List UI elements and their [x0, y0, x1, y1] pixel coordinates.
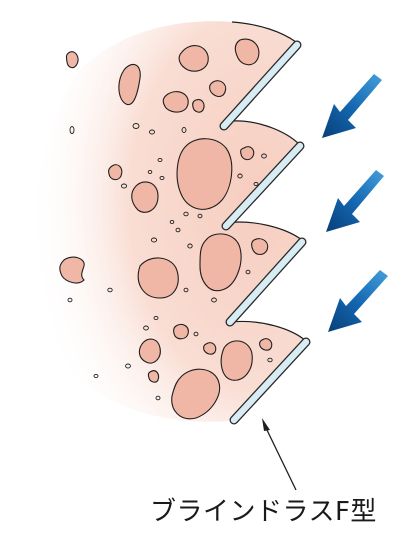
aggregate-pebble-icon — [177, 139, 232, 210]
aggregate-pebble-icon — [252, 239, 268, 255]
aggregate-pebble-icon — [204, 343, 216, 354]
aggregate-pebble-icon — [163, 92, 188, 112]
direction-arrows — [322, 74, 396, 332]
aggregate-pebble-icon — [66, 52, 78, 68]
aggregate-pebble-icon — [138, 258, 178, 298]
aggregate-pebble-icon — [109, 165, 122, 180]
aggregate-pebble-icon — [241, 147, 254, 160]
aggregate-pebble-icon — [210, 81, 226, 97]
plaster-direction-arrow-icon — [322, 74, 390, 138]
plaster-direction-arrow-icon — [328, 270, 396, 332]
aggregate-pebble-icon — [148, 371, 158, 382]
aggregate-pebble-icon — [193, 100, 204, 113]
aggregate-pebble-icon — [260, 339, 272, 350]
aggregate-pebble-icon — [132, 182, 158, 212]
lath-type-caption: ブラインドラスF型 — [150, 492, 412, 532]
aggregate-pebble-icon — [139, 339, 160, 363]
plaster-direction-arrow-icon — [326, 170, 392, 232]
caption-leader — [262, 418, 296, 490]
aggregate-pebble-icon — [174, 324, 189, 338]
